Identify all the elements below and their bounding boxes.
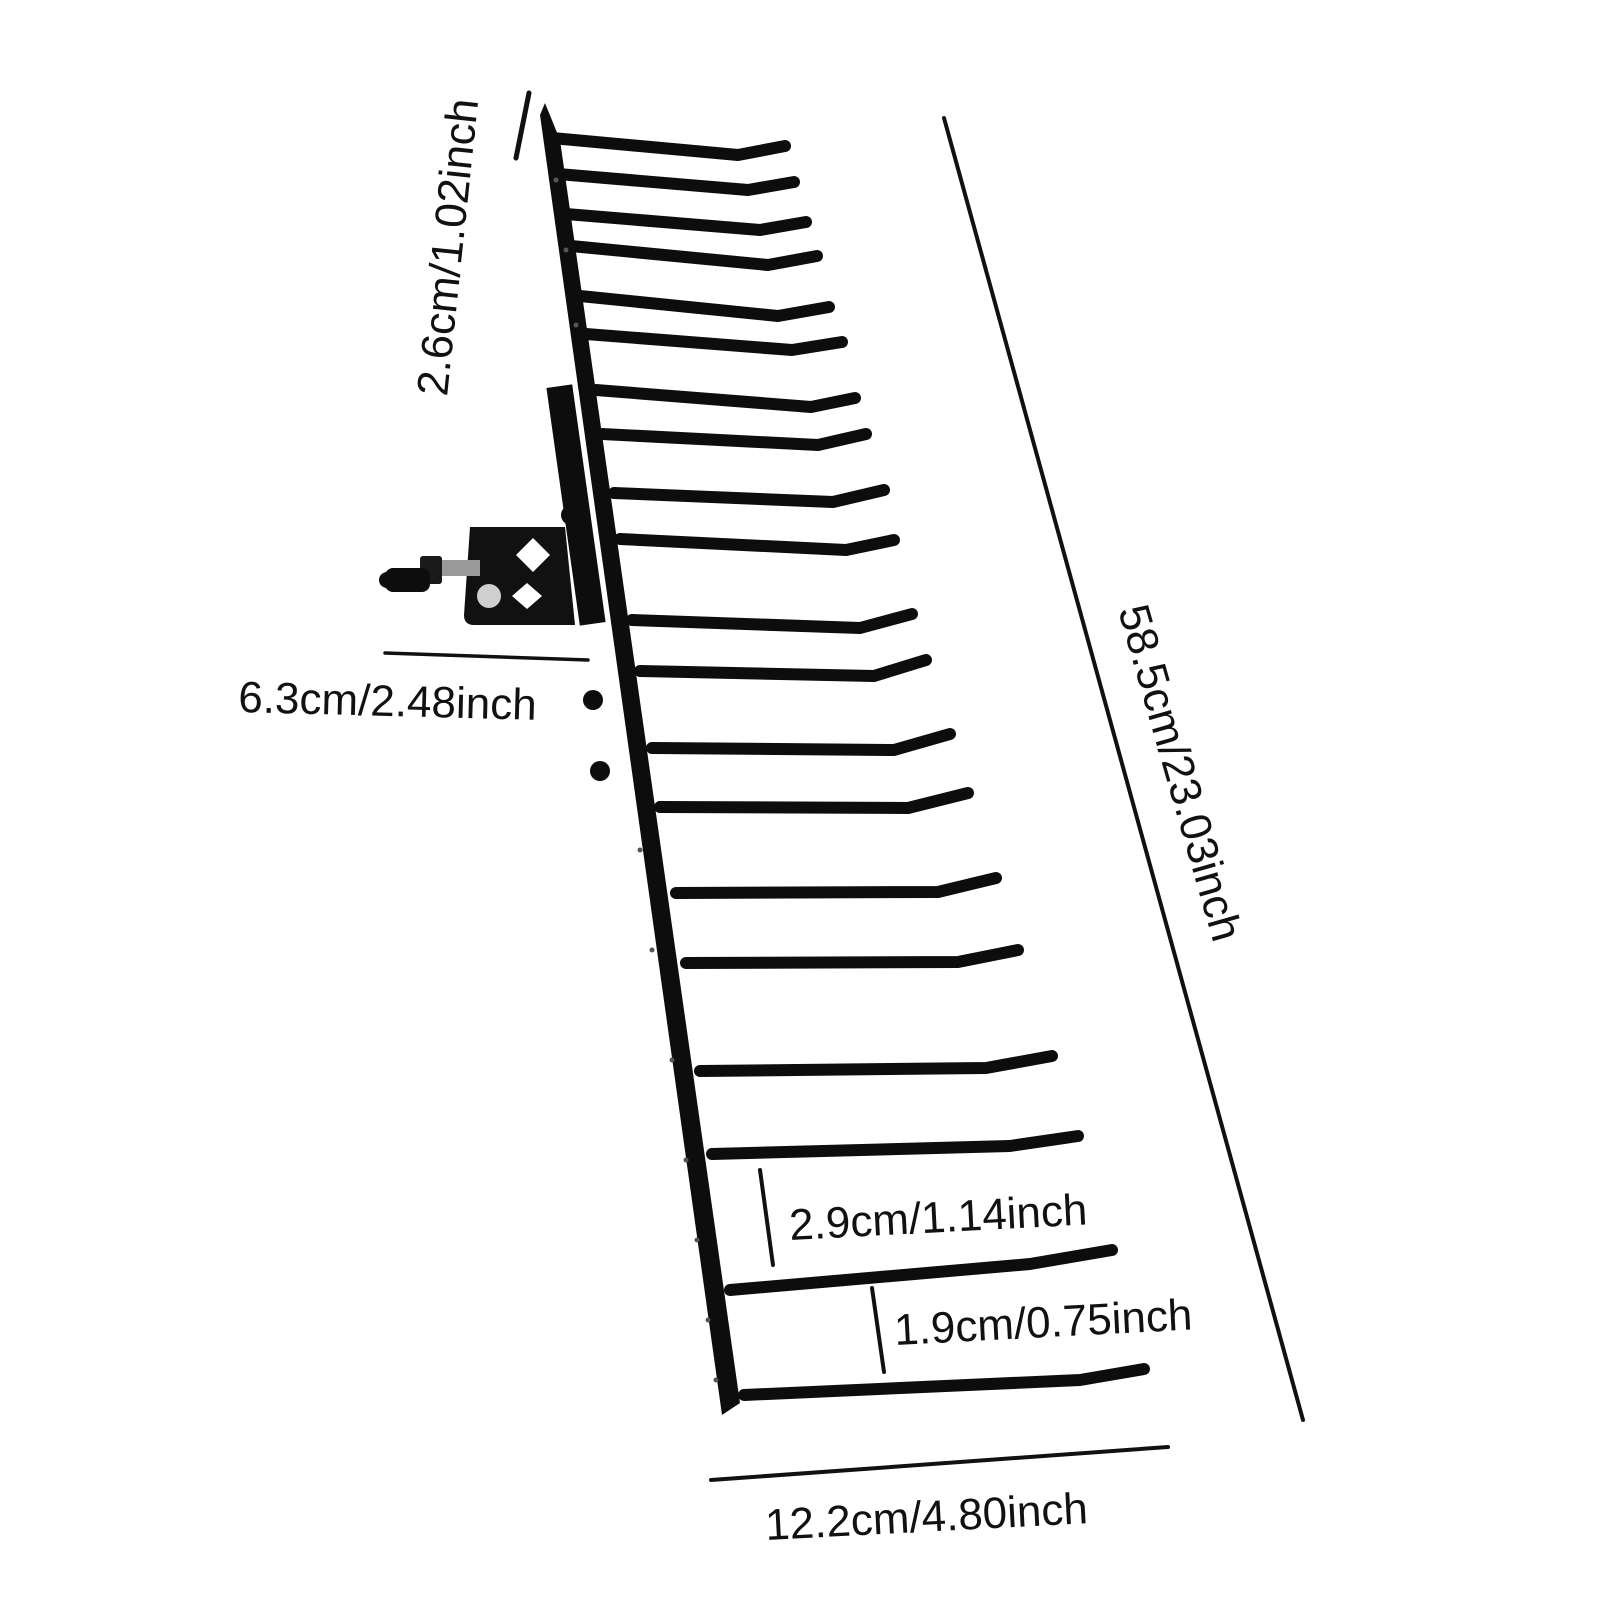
rack-bar-holes	[553, 177, 719, 1383]
rack-rod	[565, 240, 823, 271]
top-width-label: 2.6cm/1.02inch	[408, 96, 488, 398]
bracket-width-line	[383, 651, 590, 662]
mounting-bracket	[379, 384, 610, 781]
rack-main-bar	[540, 103, 740, 1415]
rack-rod	[634, 654, 932, 682]
rack-rod	[738, 1363, 1150, 1401]
rod-spacing-large-line	[758, 1168, 775, 1267]
rack-rod	[646, 728, 956, 756]
rack-rod	[596, 428, 872, 451]
rack-rod	[694, 1050, 1058, 1077]
rack-rods	[546, 132, 1150, 1401]
total-length-label: 58.5cm/23.03inch	[1108, 599, 1251, 946]
rod-spacing-small-line	[870, 1286, 886, 1374]
rack-rod	[552, 168, 800, 196]
bracket-knobs	[553, 400, 610, 781]
rack-rod	[546, 132, 791, 161]
bracket-width-label: 6.3cm/2.48inch	[238, 673, 538, 730]
rack-rod	[626, 608, 918, 634]
rack-rod	[560, 208, 812, 236]
rod-spacing-small-label: 1.9cm/0.75inch	[893, 1290, 1194, 1355]
rod-length-label: 12.2cm/4.80inch	[764, 1484, 1089, 1550]
rod-length-line	[709, 1445, 1170, 1482]
rod-spacing-large-label: 2.9cm/1.14inch	[788, 1185, 1089, 1250]
rack-rod	[608, 484, 890, 508]
dimension-lines	[383, 90, 1305, 1482]
rack-rod	[706, 1130, 1084, 1160]
total-length-line	[942, 116, 1305, 1422]
rack-rod	[670, 872, 1002, 899]
rack-rod	[724, 1244, 1118, 1296]
top-width-line	[513, 90, 532, 161]
rack-rod	[574, 290, 835, 322]
rack-rod	[580, 328, 848, 356]
rack-rod	[614, 533, 900, 556]
rack-rod	[590, 384, 861, 413]
rack-illustration	[379, 103, 1150, 1415]
rack-rod	[654, 787, 974, 814]
rack-rod	[680, 944, 1024, 969]
